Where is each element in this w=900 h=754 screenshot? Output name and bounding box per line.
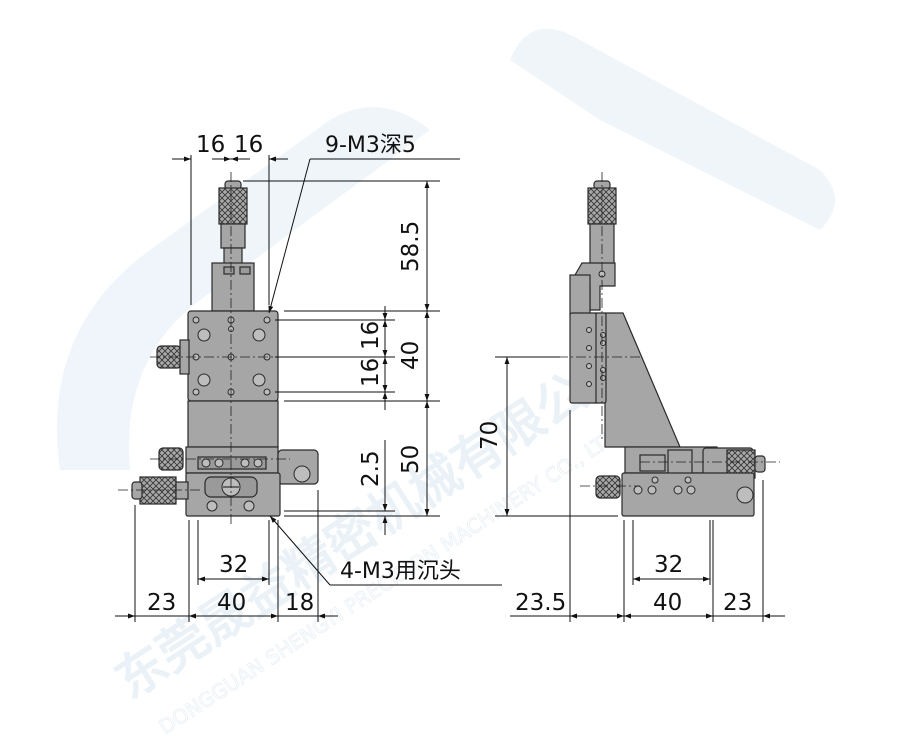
dim-top-left: 16 <box>196 132 225 158</box>
z-table-side <box>569 312 607 404</box>
dim-top-right: 16 <box>234 132 263 158</box>
side-view: 70 32 23.5 40 23 <box>477 172 785 622</box>
front-view: 16 16 9-M3深5 58.5 40 16 16 50 <box>115 132 502 622</box>
dim-16-lower: 16 <box>358 358 384 387</box>
dim-23-front: 23 <box>147 590 176 616</box>
dim-58-5: 58.5 <box>398 221 424 272</box>
dim-40-side: 40 <box>653 590 682 616</box>
dim-40-front: 40 <box>217 590 246 616</box>
dim-23-side: 23 <box>723 590 752 616</box>
angle-bracket <box>604 312 681 448</box>
callout-9-m3: 9-M3深5 <box>325 133 416 158</box>
dim-70: 70 <box>477 421 503 450</box>
dim-32-side: 32 <box>654 552 683 578</box>
watermark-cn: 东莞晟益精密机械有限公司 <box>105 335 640 710</box>
watermark: 东莞晟益精密机械有限公司 DONGGUAN SHENGYI PRECISION … <box>56 28 835 740</box>
dim-16-upper: 16 <box>358 321 384 350</box>
dim-23-5-side: 23.5 <box>515 590 566 616</box>
micrometer-thimble-front <box>218 187 248 225</box>
micrometer-thimble-x <box>139 476 177 505</box>
dim-40-table: 40 <box>398 341 424 370</box>
dim-32-front: 32 <box>219 552 248 578</box>
dim-2-5: 2.5 <box>358 450 384 487</box>
callout-4-m3: 4-M3用沉头 <box>340 559 461 584</box>
dim-50: 50 <box>398 445 424 474</box>
dim-18-front: 18 <box>285 590 314 616</box>
